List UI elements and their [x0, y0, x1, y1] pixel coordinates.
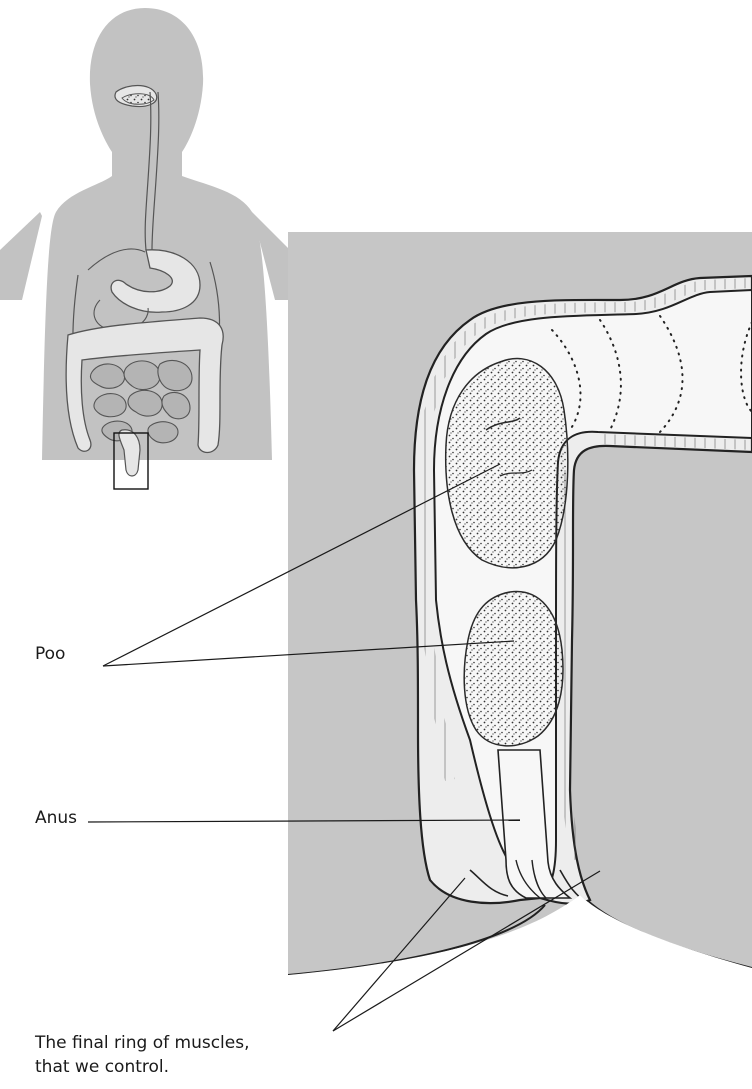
label-muscles-line2: that we control. — [35, 1055, 295, 1079]
body-overview — [0, 8, 290, 489]
zoom-panel — [288, 232, 752, 975]
label-anus: Anus — [35, 806, 77, 830]
label-poo: Poo — [35, 642, 65, 666]
label-muscles-line1: The final ring of muscles, — [35, 1031, 295, 1055]
poo-upper — [446, 359, 568, 568]
label-final-ring-of-muscles: The final ring of muscles, that we contr… — [35, 1031, 295, 1079]
poo-lower — [464, 592, 563, 746]
